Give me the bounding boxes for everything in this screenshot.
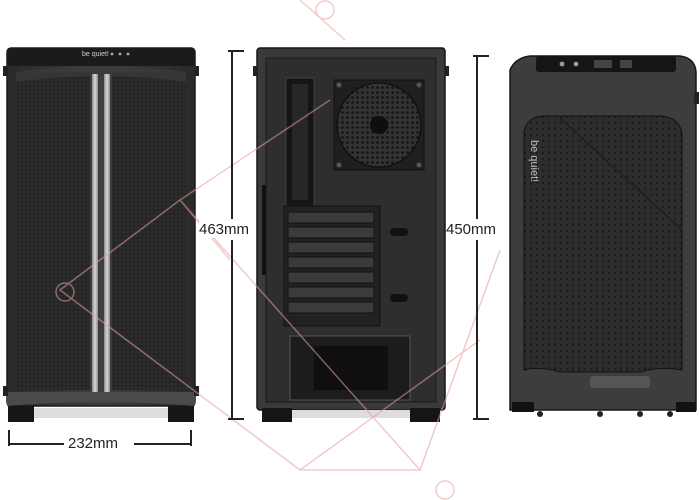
fan-screw-bl bbox=[336, 162, 342, 168]
side-bottom-vent bbox=[590, 376, 650, 388]
expansion-slot bbox=[287, 226, 375, 239]
front-hinge-tl bbox=[3, 66, 8, 76]
width-tick-left bbox=[8, 430, 10, 446]
grommet-upper bbox=[390, 228, 408, 236]
top-io-port-2 bbox=[573, 61, 579, 67]
expansion-slot bbox=[287, 286, 375, 299]
depth-line-bottom bbox=[476, 240, 478, 419]
front-brand-logo: be quiet! bbox=[82, 51, 109, 58]
front-bottom-plinth bbox=[34, 408, 168, 418]
front-view bbox=[3, 47, 199, 422]
rear-view bbox=[253, 47, 449, 422]
width-tick-right bbox=[190, 430, 192, 446]
rear-hinge-tl bbox=[253, 66, 258, 76]
height-line-bottom bbox=[231, 240, 233, 419]
depth-line-top bbox=[476, 56, 478, 219]
rear-fan-hub bbox=[370, 116, 388, 134]
front-center-stripe bbox=[92, 74, 98, 396]
front-bottom-bezel bbox=[7, 392, 195, 406]
expansion-slots bbox=[287, 211, 375, 314]
side-caster-4 bbox=[667, 411, 673, 417]
fan-screw-br bbox=[416, 162, 422, 168]
side-foot-1 bbox=[512, 402, 534, 412]
front-hinge-br bbox=[194, 386, 199, 396]
expansion-slot bbox=[287, 241, 375, 254]
expansion-slot bbox=[287, 271, 375, 284]
side-caster-1 bbox=[537, 411, 543, 417]
side-glass-window bbox=[523, 115, 683, 373]
psu-cutout bbox=[314, 346, 388, 390]
rear-bottom-plinth bbox=[292, 410, 410, 418]
depth-tick-bottom bbox=[473, 418, 489, 420]
rear-foot-left bbox=[262, 408, 292, 422]
side-hinge-tr bbox=[694, 92, 699, 104]
width-dimension-label: 232mm bbox=[68, 435, 119, 452]
side-foot-2 bbox=[676, 402, 696, 412]
front-foot-right bbox=[168, 406, 194, 422]
front-mesh-right bbox=[112, 72, 186, 390]
front-hinge-bl bbox=[3, 386, 8, 396]
front-foot-left bbox=[8, 406, 34, 422]
top-io-port-1 bbox=[559, 61, 565, 67]
top-io-usb-2 bbox=[620, 60, 632, 68]
watermark-shape bbox=[55, 0, 501, 500]
rear-foot-right bbox=[410, 408, 440, 422]
front-hinge-tr bbox=[194, 66, 199, 76]
front-io-dot-1 bbox=[110, 52, 114, 56]
width-line-left bbox=[9, 443, 64, 445]
depth-dimension-label: 450mm bbox=[446, 221, 497, 238]
front-top-bar bbox=[7, 48, 195, 66]
height-tick-top bbox=[228, 50, 244, 52]
front-curved-shadow bbox=[16, 66, 186, 82]
front-io-dot-2 bbox=[118, 52, 122, 56]
fan-screw-tl bbox=[336, 82, 342, 88]
expansion-slot bbox=[287, 256, 375, 269]
rear-side-vent bbox=[262, 185, 266, 275]
side-caster-3 bbox=[637, 411, 643, 417]
side-brand-logo: be quiet! bbox=[528, 140, 540, 183]
front-mesh-left bbox=[16, 72, 90, 390]
expansion-slot bbox=[287, 301, 375, 314]
fan-screw-tr bbox=[416, 82, 422, 88]
expansion-slot bbox=[287, 211, 375, 224]
io-shield-inner bbox=[292, 84, 308, 200]
height-tick-bottom bbox=[228, 418, 244, 420]
grommet-lower bbox=[390, 294, 408, 302]
rear-hinge-tr bbox=[444, 66, 449, 76]
side-diagonal-accent bbox=[559, 117, 683, 231]
height-line-top bbox=[231, 51, 233, 219]
width-line-right bbox=[134, 443, 191, 445]
top-io-usb bbox=[594, 60, 612, 68]
front-io-dot-3 bbox=[126, 52, 130, 56]
front-center-stripe-2 bbox=[104, 74, 110, 396]
depth-tick-top bbox=[473, 55, 489, 57]
side-view bbox=[509, 55, 699, 417]
height-dimension-label: 463mm bbox=[199, 221, 250, 238]
side-caster-2 bbox=[597, 411, 603, 417]
